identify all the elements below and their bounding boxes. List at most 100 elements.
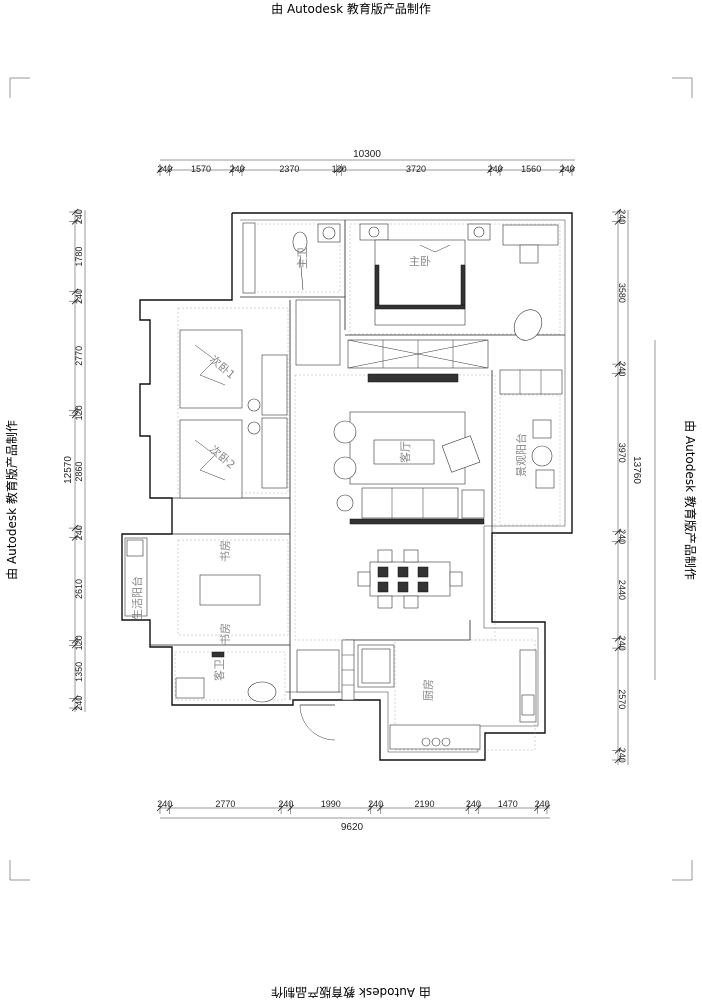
dimension-segment-label: 240 [617,636,627,651]
living-room-furniture [333,373,485,525]
kitchen-furniture [357,644,537,750]
dimension-left: 12570 2401780240277012028602402610120135… [63,208,86,712]
dimension-tick-slash [166,166,173,174]
side-cabinet [461,489,485,519]
dimension-segment-label: 120 [332,164,347,174]
dimension-top-total: 10300 [353,149,381,160]
watermark-bottom: 由 Autodesk 教育版产品制作 [271,985,431,1000]
dimension-segment-label: 240 [617,209,627,224]
dimension-segment-label: 3580 [617,283,627,303]
dimension-tick-slash [71,637,79,644]
dimension-tick-slash [465,804,472,812]
sofa [361,487,459,519]
dimension-tick-slash [71,534,79,541]
dimension-tick-slash [71,704,79,712]
dimension-segment-label: 1780 [74,247,84,267]
frame-corners [9,77,693,881]
dimension-segment-label: 2860 [74,462,84,482]
dimension-left-total: 12570 [63,456,74,484]
dimension-segment-label: 240 [617,529,627,544]
dimension-segment-label: 240 [617,361,627,376]
guest-toilet [175,677,205,699]
armchair [513,309,543,341]
dimension-tick-slash [474,804,482,812]
dimension-tick-slash [614,360,622,368]
dimension-segment-label: 120 [74,635,84,650]
bath-fixture [242,222,256,294]
dimension-tick-slash [534,804,541,812]
dimension-segment-label: 240 [560,164,575,174]
dimension-segment-label: 1350 [74,662,84,682]
dimension-tick-slash [543,804,551,812]
study-desk [199,574,261,606]
dimension-bottom-total: 9620 [341,822,364,833]
dimension-tick-slash [71,297,79,305]
dimension-tick-slash [277,804,285,812]
dimension-tick-slash [568,166,576,174]
dimension-tick-slash [614,644,622,652]
dimension-segment-label: 240 [368,799,383,809]
dimension-tick-slash [377,804,384,812]
dimension-segment-label: 2440 [617,580,627,600]
room-label-service-balcony: 生活阳台 [130,576,144,620]
dimension-tick-slash [614,747,622,754]
dimension-segment-label: 240 [74,209,84,224]
dimension-tick-slash [614,528,622,536]
dimension-tick-slash [614,218,622,225]
stool-icon [333,456,357,480]
room-label-kitchen: 厨房 [422,679,435,701]
dimension-tick-slash [71,641,79,649]
dimension-segment-label: 2610 [74,579,84,599]
dimension-tick-slash [71,407,79,414]
lounge-chair [441,435,481,473]
dimension-tick-slash [71,524,79,532]
dimension-segment-label: 240 [157,799,172,809]
guest-basin [247,681,277,703]
room-label-guest-bath: 客卫 [212,659,226,681]
dimension-tick-slash [71,695,79,702]
dining-set [357,549,463,609]
tv-cabinet [367,373,459,383]
balcony-chair [532,419,552,439]
master-bed [359,223,491,326]
dimension-tick-slash [287,804,295,812]
dimension-segment-label: 3720 [406,164,426,174]
dimension-segment-label: 240 [74,525,84,540]
room-label-master-bath: 主卫 [296,247,309,269]
dimension-segment-label: 2570 [617,689,627,709]
dimension-tick-slash [156,166,164,174]
shoe-cabinet [296,649,340,693]
balcony-chair [535,469,555,489]
dimension-tick-slash [71,208,79,216]
dimension-tick-slash [487,166,494,174]
dimension-right-total: 13760 [631,456,642,484]
coffee-table [373,439,435,465]
bed-second-2 [179,417,288,499]
dimension-segment-label: 240 [74,696,84,711]
dimension-tick-slash [156,804,164,812]
cabinet [295,299,341,366]
dimension-segment-label: 1470 [498,799,518,809]
desk [502,224,559,246]
dimension-segment-label: 1560 [521,164,541,174]
watermark-left: 由 Autodesk 教育版产品制作 [4,420,19,580]
watermark-top: 由 Autodesk 教育版产品制作 [271,1,431,16]
dimension-tick-slash [614,208,622,216]
watermark-right: 由 Autodesk 教育版产品制作 [683,420,698,580]
room-label-master-bedroom: 主卧 [409,255,431,268]
room-label-living-room: 客厅 [398,441,412,463]
dimension-tick-slash [229,166,236,174]
dimension-tick-slash [71,411,79,419]
dimension-tick-slash [614,538,622,545]
dimension-segment-label: 2190 [414,799,434,809]
dimension-segment-label: 240 [230,164,245,174]
dimension-segment-label: 2770 [74,346,84,366]
laundry-area [124,537,148,617]
dimension-tick-slash [166,804,173,812]
dimension-tick-slash [71,218,79,225]
side-table [336,494,354,512]
stool-icon [333,420,357,444]
